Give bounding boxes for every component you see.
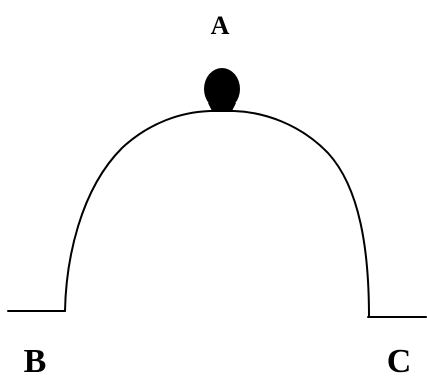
label-c: C — [387, 343, 412, 376]
hill-curve — [64, 110, 370, 318]
ball-base — [208, 103, 236, 111]
label-b: B — [24, 343, 47, 376]
label-a: A — [211, 11, 230, 40]
ball — [204, 68, 240, 110]
